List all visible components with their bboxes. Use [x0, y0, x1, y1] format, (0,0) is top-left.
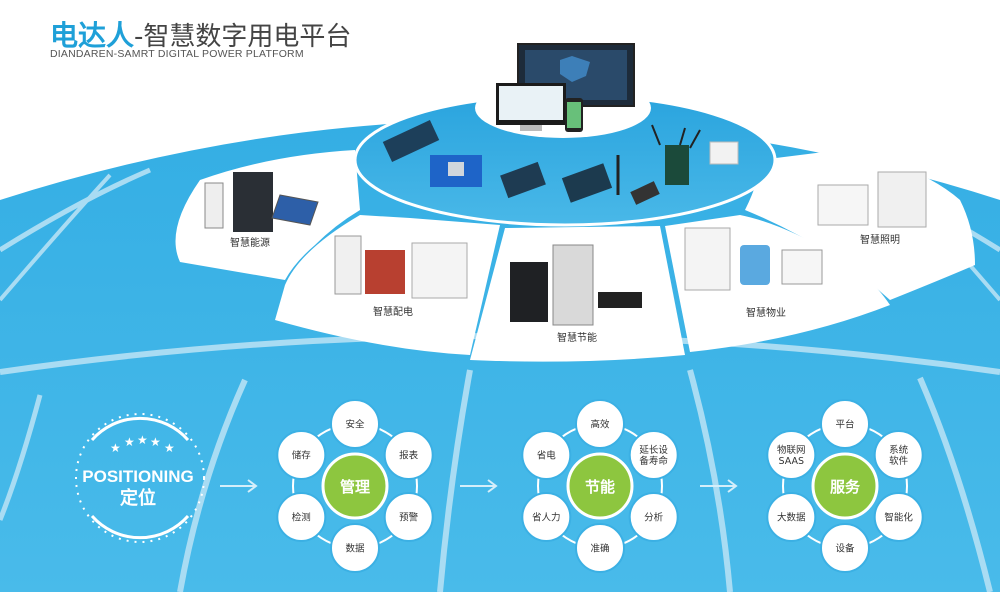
satellite-node	[575, 523, 625, 573]
label-distribution: 智慧配电	[373, 305, 413, 318]
satellite-label: 储存	[292, 450, 312, 462]
transformer-icon	[365, 250, 405, 294]
gateway-icon-1	[382, 120, 440, 162]
label-energy: 智慧能源	[230, 236, 270, 249]
svg-text:★: ★	[137, 433, 148, 447]
arrow-icon	[220, 479, 258, 493]
satellite-label: 分析	[644, 512, 664, 524]
arrow-icon	[460, 479, 498, 493]
positioning-cn: 定位	[120, 487, 156, 509]
satellite-label: 设备	[835, 543, 855, 555]
center-label: 管理	[340, 478, 370, 496]
positioning-en: POSITIONING	[82, 467, 193, 486]
switchgear-icon	[334, 235, 362, 295]
satellite-label: 大数据	[777, 512, 806, 524]
gateway-icon-3	[561, 163, 613, 203]
satellite-label: 省人力	[532, 512, 561, 524]
satellite-node	[628, 492, 679, 542]
satellite-label: 延长设备寿命	[639, 444, 668, 467]
satellite-label: 数据	[345, 543, 365, 555]
page-title: 电达人-智慧数字用电平台	[50, 14, 351, 54]
satellite-node	[820, 399, 870, 449]
positioning-badge: ★ ★ ★ ★ ★ POSITIONING 定位	[75, 413, 205, 543]
charger-icon	[204, 182, 224, 229]
satellite-label: 预警	[399, 512, 419, 524]
satellite-node	[820, 523, 870, 573]
satellite-node	[521, 430, 572, 480]
router-icon	[665, 145, 689, 185]
satellite-label: 准确	[590, 543, 609, 555]
lighting-panel-icon	[817, 184, 869, 226]
center-label: 服务	[830, 478, 861, 496]
gateway-icon-2	[500, 161, 546, 199]
satellite-label: 检测	[292, 512, 311, 524]
solar-panel-icon	[271, 194, 319, 226]
satellite-label: 高效	[590, 419, 610, 431]
cabinet-icon	[510, 262, 548, 322]
satellite-label: 省电	[537, 450, 557, 462]
center-node	[811, 452, 879, 520]
satellite-node	[330, 523, 380, 573]
water-meter-icon	[740, 245, 770, 285]
arrow-icon	[700, 479, 738, 493]
satellite-label: 安全	[345, 419, 365, 431]
platform-devices	[382, 43, 739, 205]
satellite-node	[873, 492, 924, 542]
svg-text:★: ★	[150, 435, 161, 449]
svg-text:★: ★	[124, 435, 135, 449]
title-text: -智慧数字用电平台	[134, 22, 352, 52]
satellite-node	[276, 430, 327, 480]
satellite-node	[766, 492, 817, 542]
center-node	[566, 452, 634, 520]
satellite-node	[330, 399, 380, 449]
satellite-node	[873, 430, 924, 480]
satellite-node	[766, 430, 817, 480]
label-property: 智慧物业	[746, 306, 786, 319]
antenna-box-icon	[630, 181, 660, 205]
satellite-label: 系统软件	[889, 444, 909, 467]
satellite-label: 报表	[399, 450, 419, 462]
satellite-node	[276, 492, 327, 542]
satellite-node	[628, 430, 679, 480]
center-label: 节能	[585, 478, 615, 496]
satellite-node	[521, 492, 572, 542]
sector-labels: 智慧能源 智慧配电 智慧节能 智慧物业 智慧照明	[230, 233, 900, 344]
satellite-node	[383, 492, 434, 542]
label-saving: 智慧节能	[557, 331, 597, 344]
satellite-label: 智能化	[884, 512, 913, 524]
brand-name: 电达人	[50, 19, 135, 52]
satellite-label: 平台	[835, 419, 854, 431]
meter-module-icon	[709, 141, 739, 165]
page-subtitle: DIANDAREN-SAMRT DIGITAL POWER PLATFORM	[50, 48, 304, 60]
satellite-node	[575, 399, 625, 449]
svg-text:★: ★	[164, 441, 175, 455]
control-box-icon	[684, 227, 731, 291]
svg-text:★: ★	[110, 441, 121, 455]
label-lighting: 智慧照明	[860, 233, 900, 246]
flow-arrows	[220, 479, 738, 493]
center-node	[321, 452, 389, 520]
sector-equipment	[204, 171, 927, 326]
satellite-node	[383, 430, 434, 480]
power-meter-icon	[781, 249, 823, 285]
